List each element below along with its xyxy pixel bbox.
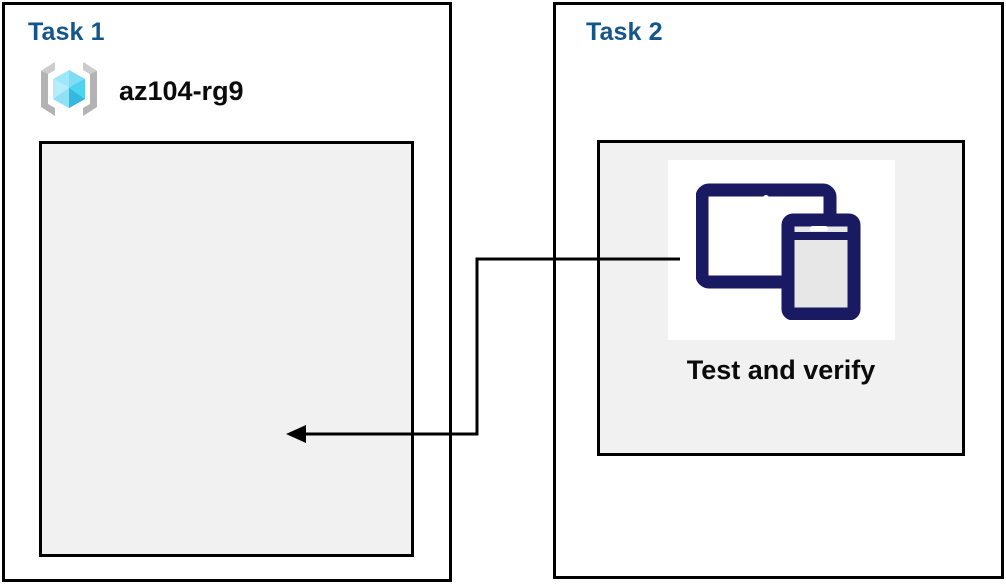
resource-group-container — [39, 141, 414, 557]
resource-group-icon — [33, 58, 105, 125]
task-1-title: Task 1 — [28, 18, 105, 46]
test-and-verify-item: Test and verify — [597, 160, 965, 385]
resource-group-header: az104-rg9 — [33, 58, 244, 125]
resource-group-name: az104-rg9 — [119, 76, 244, 106]
test-and-verify-label: Test and verify — [686, 355, 876, 385]
test-and-verify-icon-plate — [667, 160, 895, 340]
test-and-verify-devices-icon — [695, 176, 866, 325]
task-2-title: Task 2 — [586, 18, 663, 46]
